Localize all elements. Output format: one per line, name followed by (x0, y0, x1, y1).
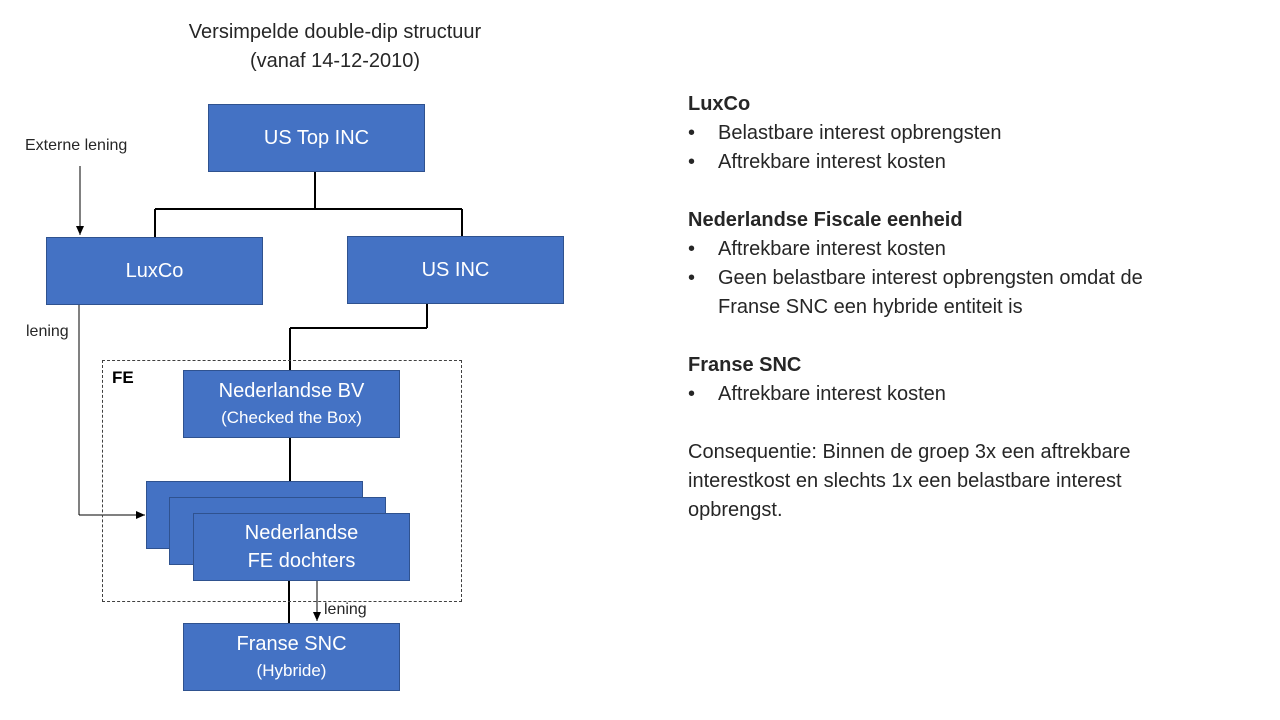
list-item-text: Aftrekbare interest kosten (718, 238, 946, 260)
list-item: • Belastbare interest opbrengsten (688, 119, 1268, 148)
title-line-2: (vanaf 14-12-2010) (249, 50, 421, 72)
section-snc: Franse SNC • Aftrekbare interest kosten (688, 351, 1268, 409)
consequence-text: Consequentie: Binnen de groep 3x een aft… (688, 441, 1131, 521)
explanation-panel: LuxCo • Belastbare interest opbrengsten •… (688, 90, 1268, 525)
node-nederlandse-bv-label: Nederlandse BV (218, 380, 365, 402)
bullet-icon: • (688, 383, 696, 405)
node-us-top-inc: US Top INC (208, 104, 425, 172)
section-nl-fe-title: Nederlandse Fiscale eenheid (688, 209, 963, 231)
list-item: • Aftrekbare interest kosten (688, 235, 1268, 264)
node-luxco: LuxCo (46, 237, 263, 305)
node-luxco-label: LuxCo (125, 260, 184, 282)
list-item-text: Aftrekbare interest kosten (718, 383, 946, 405)
node-nederlandse-bv-sub: (Checked the Box) (221, 408, 362, 427)
node-us-inc-label: US INC (421, 259, 490, 281)
bullet-icon: • (688, 267, 696, 289)
bullet-icon: • (688, 122, 696, 144)
list-item-text: Geen belastbare interest opbrengsten omd… (718, 267, 1143, 318)
list-item-text: Aftrekbare interest kosten (718, 151, 946, 173)
diagram-title: Versimpelde double-dip structuur (vanaf … (130, 18, 540, 76)
lening-left-label: lening (26, 323, 69, 340)
node-franse-snc-sub: (Hybride) (256, 661, 327, 680)
fe-frame (102, 360, 462, 602)
section-nl-fe: Nederlandse Fiscale eenheid • Aftrekbare … (688, 206, 1268, 322)
list-item: • Aftrekbare interest kosten (688, 380, 1268, 409)
list-item: • Geen belastbare interest opbrengsten om… (688, 264, 1268, 322)
title-line-1: Versimpelde double-dip structuur (188, 21, 482, 43)
lening-bottom-label: lening (324, 601, 367, 618)
node-fe-dochters-line2: FE dochters (247, 550, 356, 572)
bullet-icon: • (688, 238, 696, 260)
section-snc-title: Franse SNC (688, 354, 802, 376)
node-us-top-inc-label: US Top INC (263, 127, 370, 149)
node-franse-snc: Franse SNC (Hybride) (183, 623, 400, 691)
node-us-inc: US INC (347, 236, 564, 304)
node-fe-dochters-line1: Nederlandse (244, 522, 359, 544)
externe-lening-label: Externe lening (25, 137, 128, 154)
node-fe-dochters: Nederlandse FE dochters (193, 513, 410, 581)
node-nederlandse-bv: Nederlandse BV (Checked the Box) (183, 370, 400, 438)
section-luxco-title: LuxCo (688, 93, 751, 115)
node-franse-snc-label: Franse SNC (236, 633, 347, 655)
list-item: • Aftrekbare interest kosten (688, 148, 1268, 177)
fe-label: FE (112, 368, 134, 387)
section-luxco: LuxCo • Belastbare interest opbrengsten •… (688, 90, 1268, 177)
bullet-icon: • (688, 151, 696, 173)
list-item-text: Belastbare interest opbrengsten (718, 122, 1002, 144)
